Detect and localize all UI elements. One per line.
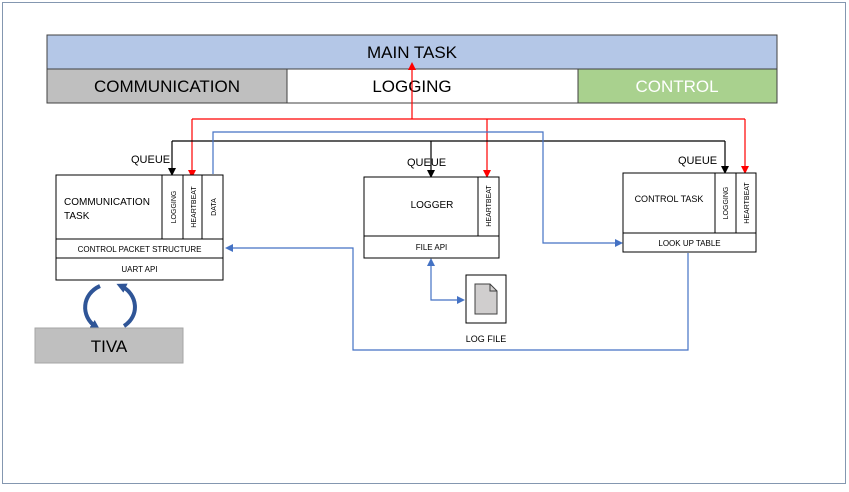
main-task-label: MAIN TASK (367, 43, 458, 62)
comm-tab-data: DATA (211, 198, 218, 216)
data-line-to-control-packet (225, 244, 689, 351)
uart-api-label: UART API (121, 265, 157, 274)
control-task-block: QUEUE CONTROL TASK LOGGING HEARTBEAT LOO… (622, 155, 757, 253)
look-up-table-row (622, 232, 757, 253)
logging-bar (286, 68, 579, 104)
comm-queue-label: QUEUE (131, 154, 170, 166)
control-tab-logging: LOGGING (723, 187, 730, 220)
comm-tab-logging: LOGGING (171, 191, 178, 224)
file-api-label: FILE API (416, 243, 448, 252)
main-task-header: MAIN TASK COMMUNICATION LOGGING CONTROL (46, 34, 778, 104)
heartbeat-connectors (188, 62, 749, 178)
logger-block: QUEUE LOGGER HEARTBEAT FILE API (363, 157, 500, 259)
document-icon-fold (489, 284, 497, 292)
control-bar (577, 68, 778, 104)
tiva-box (34, 327, 184, 364)
comm-task-title-line1: COMMUNICATION (64, 197, 150, 208)
uart-api-row (55, 257, 224, 281)
uart-tiva-cycle-arrows (83, 283, 137, 330)
control-tab-heartbeat: HEARTBEAT (744, 182, 751, 224)
communication-task-block: QUEUE COMMUNICATION TASK LOGGING HEARTBE… (55, 154, 224, 281)
cycle-arrow-right-icon (116, 283, 137, 328)
log-file-block: LOG FILE (465, 274, 507, 344)
queue-connectors (168, 140, 729, 178)
comm-task-title-line2: TASK (64, 211, 90, 222)
file-api-log-file-link (427, 258, 465, 304)
logger-title: LOGGER (411, 200, 454, 211)
look-up-table-label: LOOK UP TABLE (658, 239, 720, 248)
tiva-block: TIVA (34, 327, 184, 364)
log-file-label: LOG FILE (466, 334, 507, 344)
control-label: CONTROL (635, 77, 718, 96)
data-connectors (212, 131, 689, 351)
control-packet-structure-label: CONTROL PACKET STRUCTURE (78, 245, 202, 254)
control-task-box (622, 172, 757, 234)
logger-tab-heartbeat: HEARTBEAT (486, 185, 493, 227)
data-line-to-lookup-table (212, 131, 623, 247)
logger-queue-label: QUEUE (407, 157, 446, 169)
logger-box (363, 176, 500, 237)
control-task-title: CONTROL TASK (635, 194, 704, 204)
cycle-arrow-left-icon (83, 284, 101, 330)
comm-tab-heartbeat: HEARTBEAT (191, 186, 198, 228)
comm-task-box (55, 174, 224, 240)
document-icon (474, 283, 498, 315)
file-api-row (363, 235, 500, 259)
communication-label: COMMUNICATION (94, 77, 240, 96)
control-queue-label: QUEUE (678, 155, 717, 167)
tiva-label: TIVA (91, 337, 128, 356)
